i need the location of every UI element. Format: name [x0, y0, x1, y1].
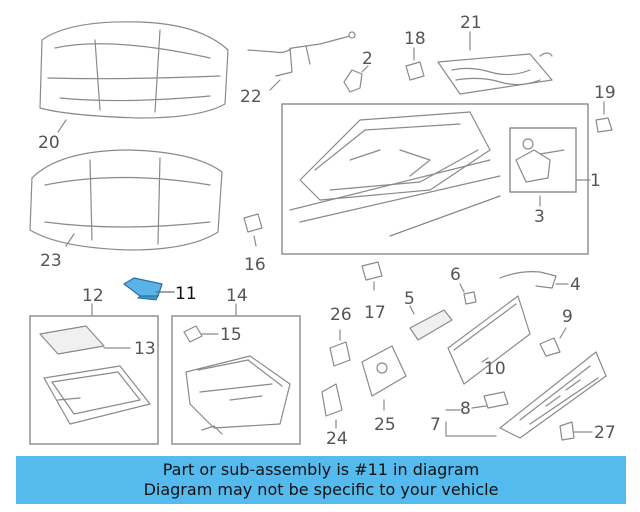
callout-23: 23 — [40, 251, 62, 271]
callout-9: 9 — [562, 307, 573, 327]
callout-21: 21 — [460, 13, 482, 33]
part-25-recliner — [361, 345, 407, 397]
callout-4: 4 — [570, 275, 581, 295]
part-9-knob — [539, 337, 561, 357]
callout-19: 19 — [594, 83, 616, 103]
callout-25: 25 — [374, 415, 396, 435]
part-14-housing — [185, 355, 291, 435]
callout-17: 17 — [364, 303, 386, 323]
part-23-cushion-pad — [29, 149, 223, 251]
part-2-clip — [343, 69, 363, 93]
callout-16: 16 — [244, 255, 266, 275]
banner-line-1: Part or sub-assembly is #11 in diagram — [162, 460, 480, 479]
part-13-mat — [39, 325, 105, 355]
callout-18: 18 — [404, 29, 426, 49]
part-24-bracket — [321, 383, 343, 417]
part-15-bulb — [183, 325, 203, 343]
part-3-inset-box — [509, 127, 577, 193]
part-10-cable — [447, 295, 531, 385]
part-11-highlighted[interactable] — [123, 277, 163, 301]
callout-26: 26 — [330, 305, 352, 325]
callout-11: 11 — [175, 284, 197, 304]
part-12-tray — [43, 365, 151, 425]
callout-27: 27 — [594, 423, 616, 443]
callout-13: 13 — [134, 339, 156, 359]
part-18-bracket — [405, 61, 425, 81]
part-5-trim — [409, 309, 453, 341]
part-17-clip — [361, 261, 383, 281]
callout-1: 1 — [590, 171, 601, 191]
callout-12: 12 — [82, 286, 104, 306]
part-3-motor — [515, 138, 565, 183]
part-7-side-shield — [499, 351, 607, 439]
callout-20: 20 — [38, 133, 60, 153]
callout-10: 10 — [484, 359, 506, 379]
part-8-cover — [483, 391, 509, 409]
part-21-heater-mat — [437, 52, 553, 95]
callout-2: 2 — [362, 49, 373, 69]
banner-line-2: Diagram may not be specific to your vehi… — [143, 480, 499, 499]
info-banner: Part or sub-assembly is #11 in diagram D… — [16, 456, 626, 504]
callout-22: 22 — [240, 87, 262, 107]
part-27-clip — [559, 421, 575, 441]
part-4-cable — [499, 271, 557, 289]
part-12-group-box — [29, 315, 159, 445]
callout-14: 14 — [226, 286, 248, 306]
part-20-cushion-cover — [39, 21, 229, 119]
part-19-bracket — [595, 117, 613, 133]
part-26-bracket — [329, 341, 351, 367]
callout-5: 5 — [404, 289, 415, 309]
callout-8: 8 — [460, 399, 471, 419]
callout-7: 7 — [430, 415, 441, 435]
callout-15: 15 — [220, 325, 242, 345]
part-1-seat-frame — [289, 111, 501, 237]
callout-24: 24 — [326, 429, 348, 449]
part-22-harness — [247, 31, 356, 77]
part-1-frame-box — [281, 103, 589, 255]
part-16-clip — [243, 213, 263, 233]
callout-6: 6 — [450, 265, 461, 285]
callout-3: 3 — [534, 207, 545, 227]
part-6-clip — [463, 291, 477, 305]
